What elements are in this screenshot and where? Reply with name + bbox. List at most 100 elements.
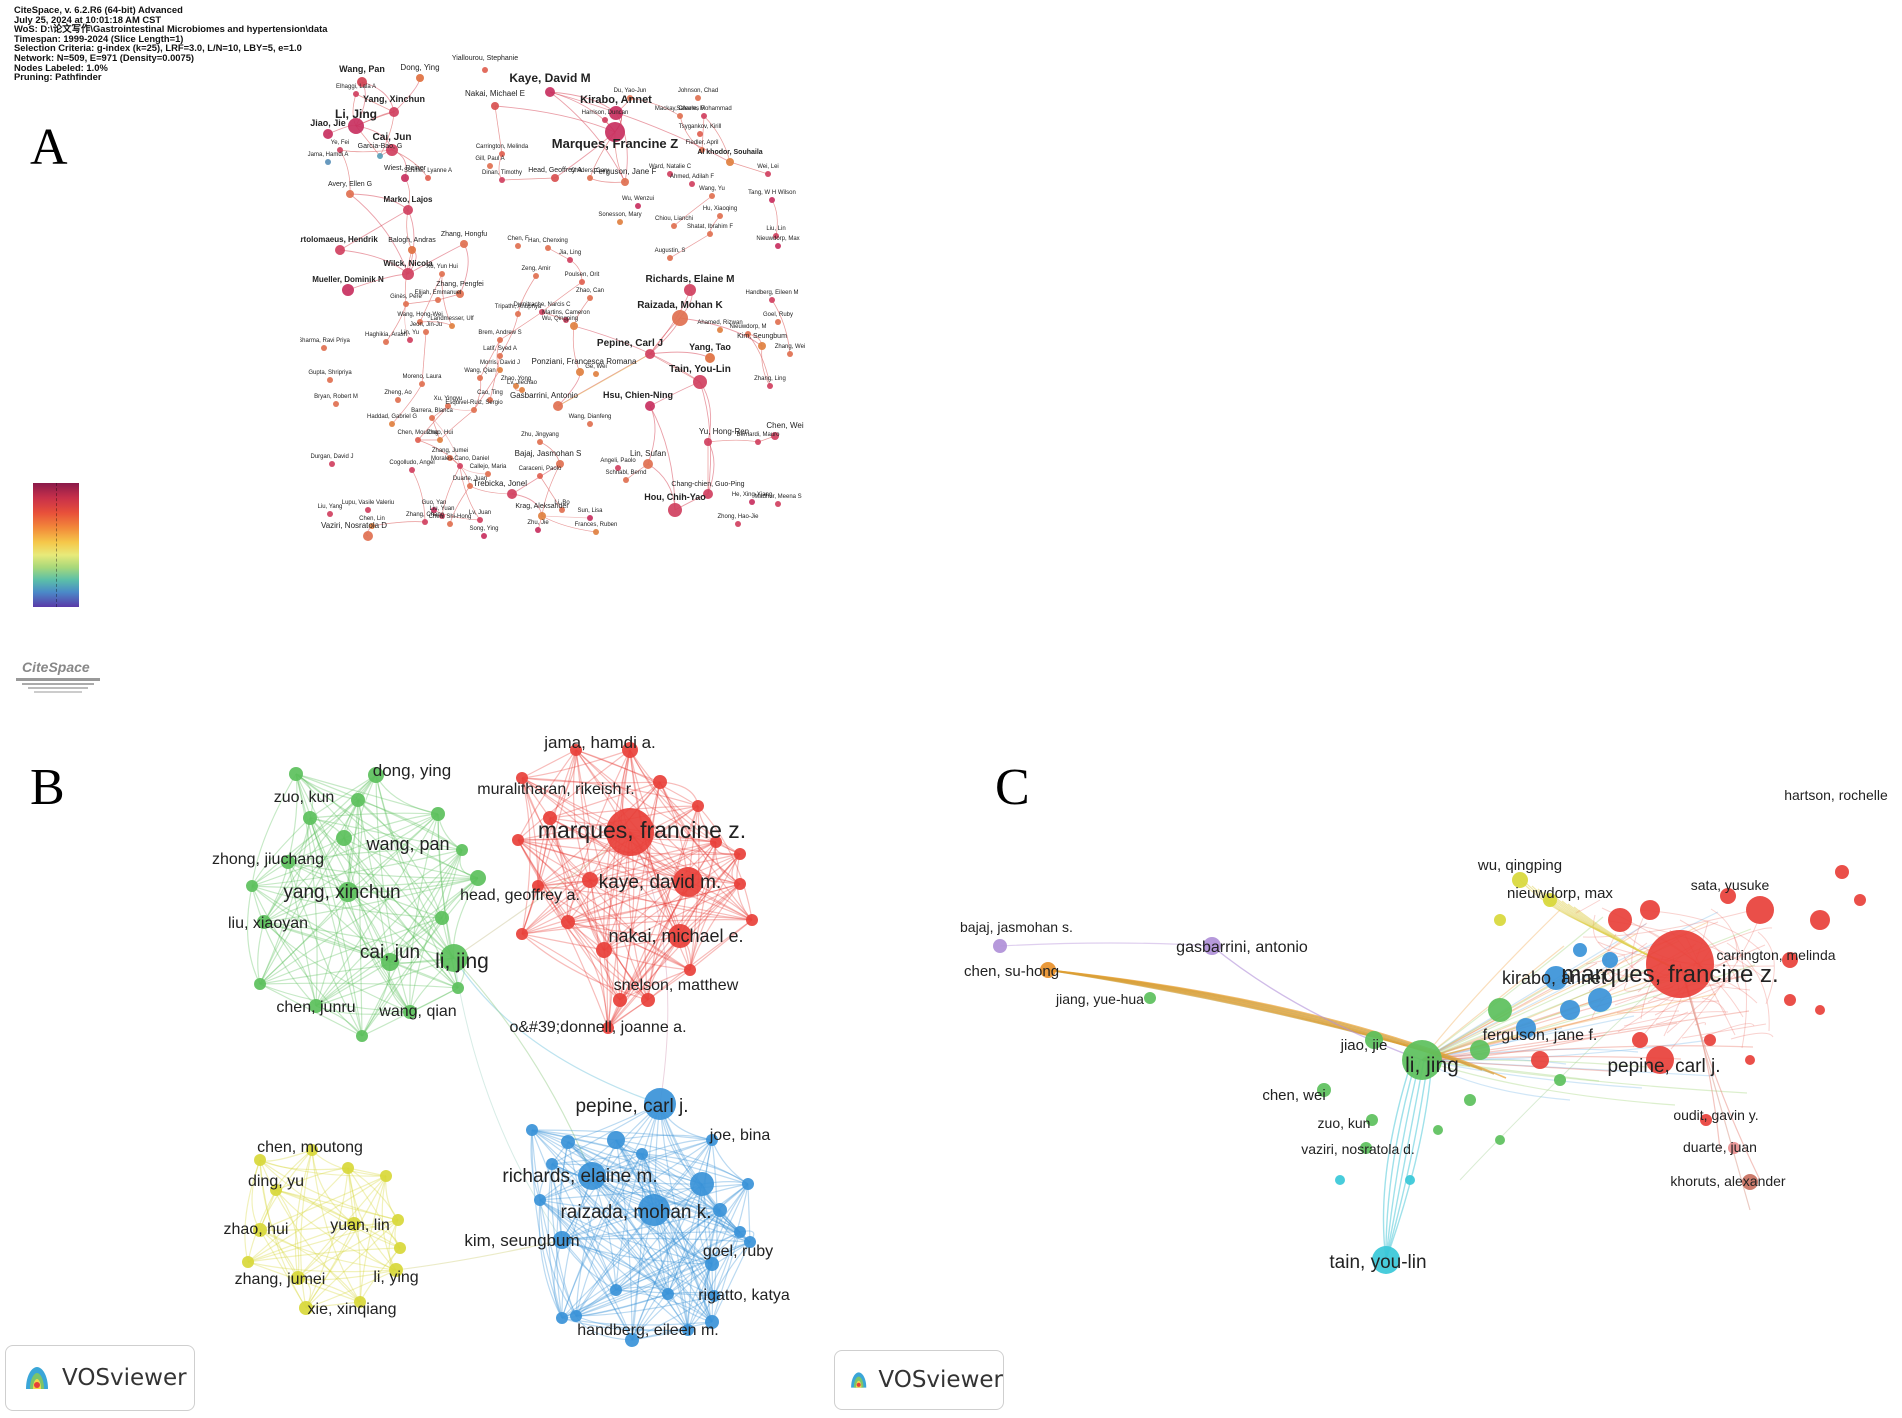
network-link bbox=[711, 1241, 751, 1323]
network-link bbox=[309, 817, 455, 959]
network-link bbox=[603, 841, 717, 951]
author-label: Poulsen, Orit bbox=[565, 272, 600, 278]
author-node bbox=[617, 219, 623, 225]
author-label: Chen, Lin bbox=[359, 516, 385, 522]
network-link bbox=[1382, 1059, 1413, 1261]
network-link bbox=[747, 333, 771, 387]
network-link bbox=[615, 1183, 703, 1291]
network-link bbox=[567, 921, 681, 937]
network-link bbox=[567, 841, 717, 923]
author-node bbox=[369, 523, 375, 529]
network-link bbox=[263, 921, 317, 1007]
author-label: Moreno, Laura bbox=[402, 374, 442, 380]
network-link bbox=[259, 849, 463, 985]
author-node bbox=[408, 246, 416, 254]
network-link bbox=[263, 813, 439, 923]
network-link bbox=[707, 439, 759, 443]
author-label: raizada, mohan k. bbox=[560, 1202, 711, 1223]
citespace-logo-text: CiteSpace bbox=[22, 659, 90, 675]
author-node bbox=[627, 95, 633, 101]
network-link bbox=[421, 331, 427, 385]
author-label: Tain, You-Lin bbox=[669, 364, 731, 375]
author-node bbox=[567, 257, 573, 263]
network-link bbox=[1385, 1059, 1425, 1261]
network-link bbox=[619, 841, 717, 1001]
network-link bbox=[521, 777, 531, 935]
network-link bbox=[607, 881, 689, 1029]
author-label: Zhang, Chang bbox=[406, 512, 444, 518]
network-link bbox=[263, 921, 455, 959]
network-link bbox=[361, 877, 479, 1037]
author-node bbox=[303, 811, 317, 825]
network-link bbox=[713, 1183, 749, 1297]
author-node bbox=[579, 279, 585, 285]
network-link bbox=[521, 881, 689, 935]
author-label: Zhang, Wei bbox=[775, 344, 806, 350]
network-link bbox=[357, 799, 391, 963]
network-link bbox=[561, 1139, 713, 1241]
author-node bbox=[357, 77, 367, 87]
author-node bbox=[363, 531, 373, 541]
network-link bbox=[589, 841, 717, 881]
network-link bbox=[259, 1175, 387, 1231]
author-node bbox=[499, 177, 505, 183]
author-node bbox=[270, 1184, 282, 1196]
author-node bbox=[389, 1263, 403, 1277]
network-link bbox=[557, 371, 581, 407]
network-link bbox=[615, 1231, 741, 1291]
network-link bbox=[1421, 1059, 1748, 1094]
network-link bbox=[246, 885, 261, 985]
network-link bbox=[567, 921, 621, 1001]
author-node bbox=[497, 337, 503, 343]
author-label: Caraceni, Paolo bbox=[519, 466, 562, 472]
network-link bbox=[1681, 1023, 1767, 1039]
network-link bbox=[669, 233, 711, 259]
author-node bbox=[306, 1144, 318, 1156]
network-link bbox=[357, 799, 479, 879]
author-node bbox=[769, 197, 775, 203]
network-link bbox=[275, 1189, 401, 1249]
author-node bbox=[707, 231, 713, 237]
author-label: Marques, Francine Z bbox=[552, 136, 678, 151]
network-link bbox=[473, 369, 501, 411]
network-link bbox=[501, 177, 556, 181]
network-link bbox=[499, 313, 519, 357]
network-link bbox=[706, 1209, 721, 1323]
network-link bbox=[247, 1247, 401, 1263]
network-link bbox=[561, 1231, 741, 1241]
network-link bbox=[575, 749, 609, 1029]
network-link bbox=[259, 1159, 299, 1279]
network-link bbox=[347, 1167, 401, 1249]
author-label: khoruts, alexander bbox=[1670, 1173, 1786, 1189]
author-node bbox=[460, 240, 468, 248]
author-label: jama, hamdi a. bbox=[543, 733, 656, 752]
author-label: chen, moutong bbox=[257, 1139, 363, 1156]
author-node bbox=[561, 915, 575, 929]
network-link bbox=[541, 281, 583, 313]
author-label: Han, Chenxing bbox=[528, 238, 568, 244]
network-link bbox=[295, 773, 363, 1037]
author-node bbox=[677, 113, 683, 119]
author-node bbox=[692, 800, 704, 812]
author-node bbox=[254, 978, 266, 990]
author-label: Liu, Yuan bbox=[430, 506, 455, 512]
network-link bbox=[679, 115, 703, 151]
network-link bbox=[557, 353, 651, 407]
author-node bbox=[749, 499, 755, 505]
author-label: Ferguson, Jane F bbox=[594, 167, 657, 176]
author-node bbox=[710, 836, 722, 848]
network-link bbox=[541, 515, 597, 533]
author-node bbox=[380, 1170, 392, 1182]
author-label: Xu, Yingyu bbox=[434, 396, 463, 402]
network-link bbox=[359, 1175, 387, 1303]
network-link bbox=[659, 1103, 713, 1323]
author-node bbox=[1573, 943, 1587, 957]
network-link bbox=[575, 749, 661, 783]
network-link bbox=[575, 1293, 669, 1317]
author-node bbox=[610, 1284, 622, 1296]
author-node bbox=[684, 284, 696, 296]
network-link bbox=[521, 817, 551, 935]
network-link bbox=[575, 1263, 713, 1317]
network-link bbox=[603, 749, 631, 951]
